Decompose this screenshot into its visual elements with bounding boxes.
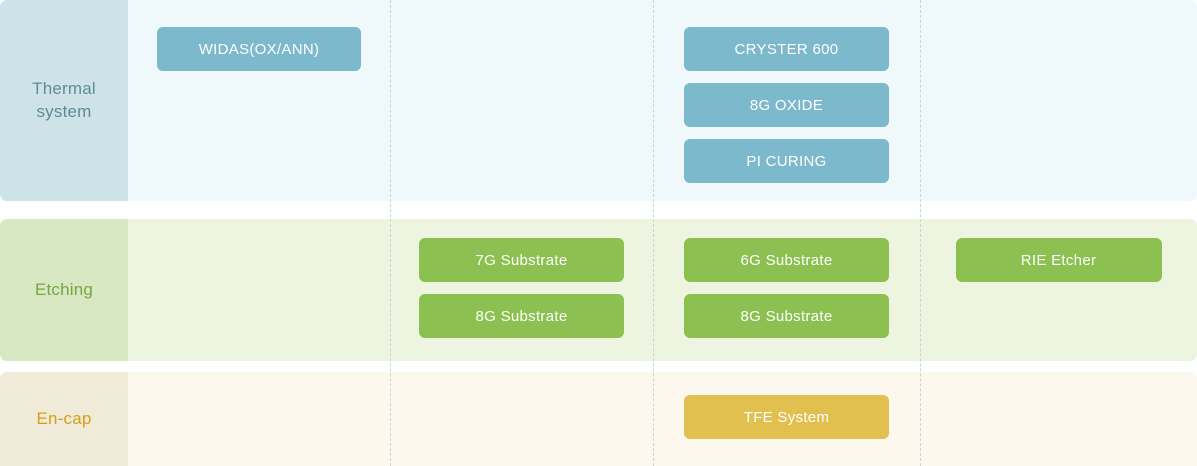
chip-8g-substrate-col3[interactable]: 8G Substrate — [684, 294, 889, 338]
cell-encap-col2 — [390, 372, 653, 466]
cell-thermal-col3: CRYSTER 600 8G OXIDE PI CURING — [653, 0, 920, 201]
row-cells-en-cap: TFE System — [128, 372, 1197, 466]
chip-6g-substrate[interactable]: 6G Substrate — [684, 238, 889, 282]
cell-encap-col1 — [128, 372, 390, 466]
row-cells-thermal-system: WIDAS(OX/ANN) CRYSTER 600 8G OXIDE PI CU… — [128, 0, 1197, 201]
cell-etching-col4: RIE Etcher — [920, 219, 1197, 361]
row-etching: Etching 7G Substrate 8G Substrate 6G Sub… — [0, 219, 1197, 361]
row-label-etching: Etching — [0, 219, 128, 361]
row-en-cap: En-cap TFE System — [0, 372, 1197, 466]
cell-etching-col2: 7G Substrate 8G Substrate — [390, 219, 653, 361]
chip-rie-etcher[interactable]: RIE Etcher — [955, 238, 1162, 282]
row-cells-etching: 7G Substrate 8G Substrate 6G Substrate 8… — [128, 219, 1197, 361]
cell-encap-col4 — [920, 372, 1197, 466]
chip-8g-substrate-col2[interactable]: 8G Substrate — [419, 294, 624, 338]
chip-cryster-600[interactable]: CRYSTER 600 — [684, 27, 889, 71]
chip-widas-ox-ann[interactable]: WIDAS(OX/ANN) — [157, 27, 361, 71]
chip-tfe-system[interactable]: TFE System — [684, 395, 889, 439]
row-label-en-cap: En-cap — [0, 372, 128, 466]
chip-pi-curing[interactable]: PI CURING — [684, 139, 889, 183]
cell-thermal-col1: WIDAS(OX/ANN) — [128, 0, 390, 201]
cell-etching-col1 — [128, 219, 390, 361]
cell-thermal-col2 — [390, 0, 653, 201]
cell-thermal-col4 — [920, 0, 1197, 201]
cell-encap-col3: TFE System — [653, 372, 920, 466]
chip-7g-substrate[interactable]: 7G Substrate — [419, 238, 624, 282]
cell-etching-col3: 6G Substrate 8G Substrate — [653, 219, 920, 361]
chip-8g-oxide[interactable]: 8G OXIDE — [684, 83, 889, 127]
